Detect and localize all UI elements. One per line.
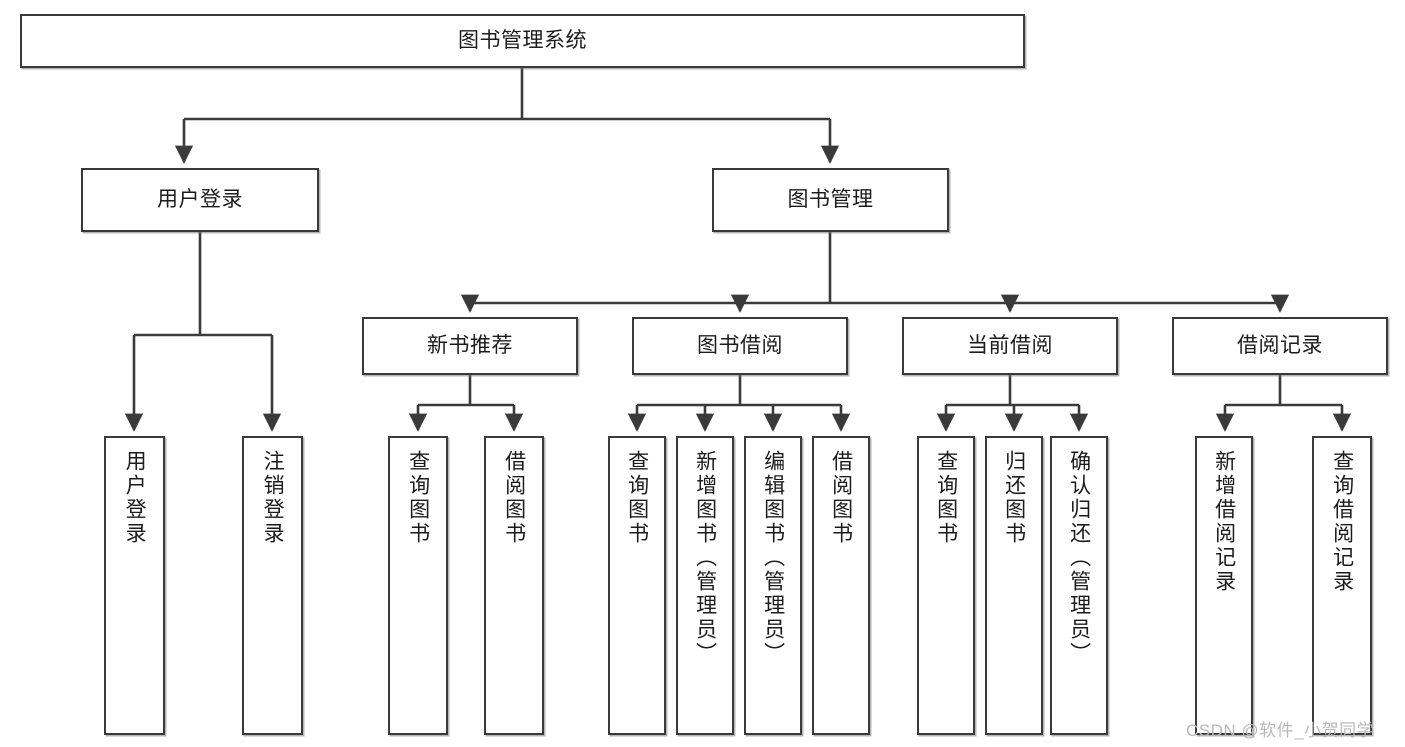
node-label: 新书推荐 bbox=[427, 333, 513, 357]
leaf-borrow-book[interactable]: 借阅图书 bbox=[812, 436, 870, 735]
node-label: 当前借阅 bbox=[967, 333, 1053, 357]
node-label: 借阅图书 bbox=[502, 450, 526, 546]
node-label: 查询借阅记录 bbox=[1330, 450, 1354, 594]
node-label: 归还图书 bbox=[1002, 450, 1026, 546]
node-book-management[interactable]: 图书管理 bbox=[712, 168, 949, 232]
node-root-system[interactable]: 图书管理系统 bbox=[20, 14, 1025, 68]
node-current-borrow[interactable]: 当前借阅 bbox=[902, 317, 1118, 375]
node-label: 图书管理 bbox=[787, 187, 874, 211]
watermark: CSDN @软件_小贺同学 bbox=[1186, 721, 1375, 740]
node-label: 注销登录 bbox=[261, 450, 285, 546]
leaf-query-book-current[interactable]: 查询图书 bbox=[917, 436, 975, 735]
leaf-query-book-borrow[interactable]: 查询图书 bbox=[608, 436, 666, 735]
node-label: 借阅记录 bbox=[1237, 333, 1323, 357]
node-label: 查询图书 bbox=[934, 450, 958, 546]
node-label: 查询图书 bbox=[406, 450, 430, 546]
node-label: 图书管理系统 bbox=[458, 28, 587, 52]
node-label: 查询图书 bbox=[625, 450, 649, 546]
node-book-borrow[interactable]: 图书借阅 bbox=[632, 317, 848, 375]
leaf-logout[interactable]: 注销登录 bbox=[242, 436, 303, 735]
node-label: 确认归还（管理员） bbox=[1067, 450, 1091, 666]
leaf-user-login[interactable]: 用户登录 bbox=[104, 436, 165, 735]
node-user-login[interactable]: 用户登录 bbox=[81, 168, 319, 232]
node-label: 用户登录 bbox=[123, 450, 147, 546]
leaf-confirm-return-admin[interactable]: 确认归还（管理员） bbox=[1050, 436, 1108, 735]
node-label: 借阅图书 bbox=[829, 450, 853, 546]
node-label: 用户登录 bbox=[157, 187, 243, 211]
node-label: 图书借阅 bbox=[697, 333, 783, 357]
leaf-borrow-book-newrec[interactable]: 借阅图书 bbox=[484, 436, 544, 735]
node-label: 新增图书（管理员） bbox=[693, 450, 717, 666]
leaf-edit-book-admin[interactable]: 编辑图书（管理员） bbox=[744, 436, 802, 735]
leaf-add-book-admin[interactable]: 新增图书（管理员） bbox=[676, 436, 734, 735]
leaf-add-borrow-record[interactable]: 新增借阅记录 bbox=[1195, 436, 1253, 735]
leaf-query-book-newrec[interactable]: 查询图书 bbox=[388, 436, 448, 735]
leaf-query-borrow-record[interactable]: 查询借阅记录 bbox=[1312, 436, 1372, 735]
node-label: 编辑图书（管理员） bbox=[761, 450, 785, 666]
leaf-return-book[interactable]: 归还图书 bbox=[985, 436, 1043, 735]
node-new-book-recommend[interactable]: 新书推荐 bbox=[362, 317, 578, 375]
node-borrow-record[interactable]: 借阅记录 bbox=[1172, 317, 1388, 375]
node-label: 新增借阅记录 bbox=[1212, 450, 1236, 594]
